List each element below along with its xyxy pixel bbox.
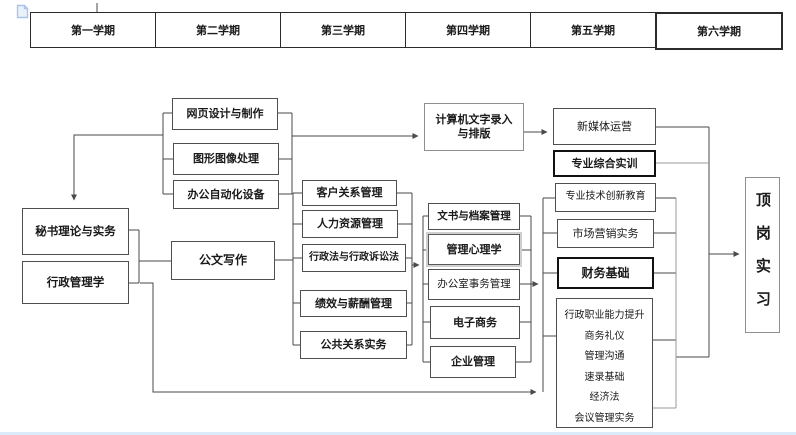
semester-2: 第二学期 [155,12,281,48]
node-public-relations-practice: 公共关系实务 [300,331,407,359]
document-icon[interactable] [16,4,29,19]
node-finance-basics: 财务基础 [557,257,654,289]
node-documents-archives-management: 文书与档案管理 [428,203,520,230]
node-post-internship: 顶岗实习 [745,177,780,333]
node-admin-management: 行政管理学 [22,261,129,304]
semester-1: 第一学期 [30,12,156,48]
node-management-psychology: 管理心理学 [428,234,520,265]
node-computer-text-entry-typesetting: 计算机文字录入 与排版 [424,103,524,151]
ability-line-stenography-basics: 速录基础 [584,371,625,383]
node-secretary-theory-practice: 秘书理论与实务 [22,208,129,255]
node-official-document-writing: 公文写作 [171,241,275,280]
node-graphic-image-processing: 图形图像处理 [173,143,279,175]
window-bottom-strip [0,432,796,435]
node-webpage-design: 网页设计与制作 [172,98,278,130]
node-line: 与排版 [457,127,491,140]
semester-4: 第四学期 [405,12,531,48]
node-admin-law-litigation: 行政法与行政诉讼法 [302,244,406,272]
node-ecommerce: 电子商务 [430,306,520,339]
node-office-affairs-management: 办公室事务管理 [428,269,520,300]
node-enterprise-management: 企业管理 [430,346,516,378]
node-ability-course-group: 行政职业能力提升 商务礼仪 管理沟通 速录基础 经济法 会议管理实务 [556,298,653,428]
node-customer-relationship-management: 客户关系管理 [302,180,397,206]
node-office-automation-equipment: 办公自动化设备 [173,180,279,209]
semester-header-row: 第一学期 第二学期 第三学期 第四学期 第五学期 第六学期 [30,12,783,50]
semester-3: 第三学期 [280,12,406,48]
ability-line-business-etiquette: 商务礼仪 [584,330,625,342]
ability-line-economic-law: 经济法 [589,392,620,403]
node-professional-tech-innovation-education: 专业技术创新教育 [555,183,656,212]
node-performance-salary-management: 绩效与薪酬管理 [300,290,407,317]
node-new-media-operation: 新媒体运营 [553,108,656,145]
ability-line-admin-capability: 行政职业能力提升 [564,310,645,321]
node-hr-management: 人力资源管理 [302,210,398,238]
semester-6: 第六学期 [655,12,783,50]
ability-line-meeting-management: 会议管理实务 [574,412,635,424]
ability-line-management-communication: 管理沟通 [584,351,625,362]
node-professional-comprehensive-training: 专业综合实训 [553,150,656,177]
node-marketing-practice: 市场营销实务 [557,219,654,248]
node-line: 计算机文字录入 [435,113,513,127]
semester-5: 第五学期 [530,12,656,48]
